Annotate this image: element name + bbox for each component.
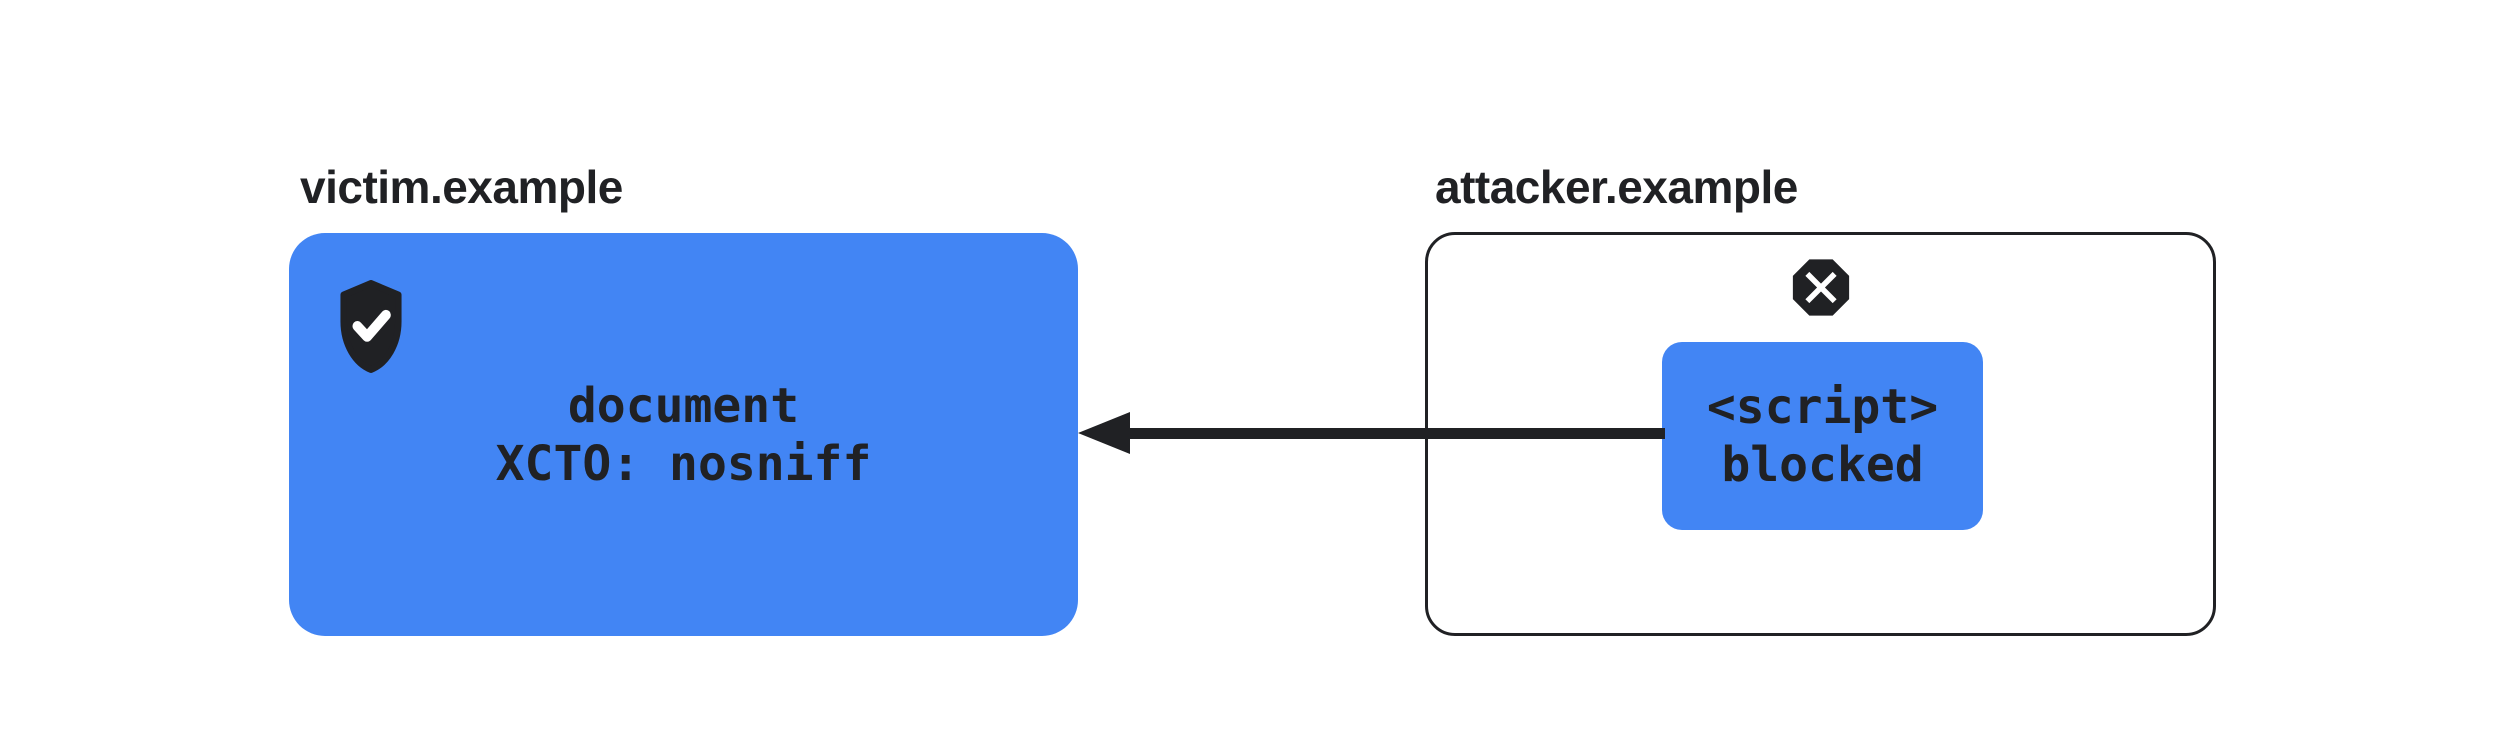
attacker-script-node: <script> blocked	[1662, 342, 1983, 530]
attacker-domain-label: attacker.example	[1435, 161, 1798, 213]
attacker-node-text: <script> blocked	[1662, 342, 1983, 530]
victim-document-node: document XCTO: nosniff	[289, 233, 1078, 636]
blocked-request-arrow-shaft	[1125, 428, 1665, 439]
victim-node-text: document XCTO: nosniff	[289, 233, 1078, 636]
victim-node-line1: document	[567, 377, 800, 434]
shield-check-icon	[340, 280, 402, 373]
attacker-node-line2: blocked	[1721, 437, 1924, 493]
blocked-octagon-icon	[1792, 259, 1849, 316]
victim-domain-label: victim.example	[300, 161, 623, 213]
victim-node-line2: XCTO: nosniff	[495, 435, 872, 492]
blocked-request-arrow-head	[1078, 412, 1130, 454]
attacker-node-line1: <script>	[1706, 379, 1939, 435]
